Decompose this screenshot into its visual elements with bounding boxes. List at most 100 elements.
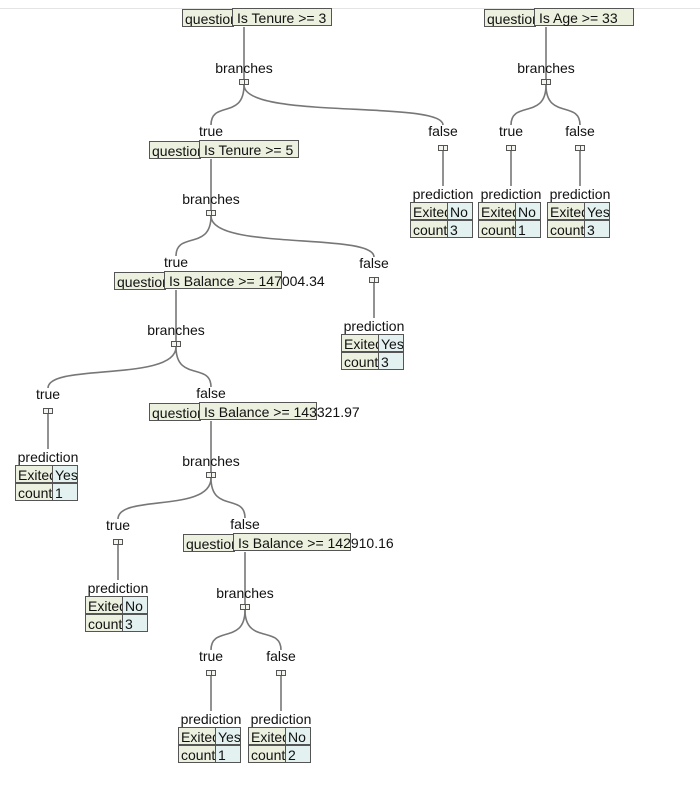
- question-text: Is Age >= 33: [539, 10, 618, 26]
- r0ttfff-prediction-label: prediction: [250, 711, 312, 727]
- r0ttt-port[interactable]: [43, 408, 53, 414]
- count-key: count: [478, 220, 516, 238]
- r0t-branches-port[interactable]: [206, 210, 216, 216]
- exited-key: Exited: [341, 334, 379, 352]
- question-text: Is Balance >= 143321.97: [204, 404, 360, 420]
- count-key: count: [248, 745, 286, 763]
- question-key: question: [149, 403, 201, 421]
- r0tt-branches-label: branches: [147, 322, 205, 338]
- exited-value: Yes: [378, 334, 404, 352]
- exited-value: No: [122, 596, 148, 614]
- r1f-false-label: false: [565, 123, 595, 139]
- r0tf-false-label: false: [359, 255, 389, 271]
- question-key: question: [484, 9, 536, 27]
- r0t-branches-label: branches: [182, 191, 240, 207]
- count-key: count: [85, 614, 123, 632]
- count-key: count: [178, 745, 216, 763]
- exited-value: No: [285, 727, 311, 745]
- r0ttfff-false-label: false: [266, 648, 296, 664]
- r0f-prediction-label: prediction: [412, 186, 474, 202]
- r0t-true-label: true: [198, 123, 224, 139]
- r0ttf-branches-label: branches: [182, 453, 240, 469]
- r1f-port[interactable]: [575, 145, 585, 151]
- count-value: 3: [122, 614, 148, 632]
- question-key: question: [114, 272, 166, 290]
- r0ttfff-port[interactable]: [276, 670, 286, 676]
- exited-value: No: [447, 202, 473, 220]
- r0-branches-port[interactable]: [239, 79, 249, 85]
- count-key: count: [341, 352, 379, 370]
- question-key: question: [182, 9, 234, 27]
- r0ttfft-port[interactable]: [206, 670, 216, 676]
- r0f-false-label: false: [428, 123, 458, 139]
- r0ttf-branches-port[interactable]: [206, 472, 216, 478]
- exited-value: Yes: [52, 465, 78, 483]
- r0ttft-port[interactable]: [113, 539, 123, 545]
- question-text: Is Tenure >= 5: [204, 142, 294, 158]
- count-value: 3: [378, 352, 404, 370]
- count-key: count: [547, 220, 585, 238]
- r0ttfft-edge: [210, 609, 246, 651]
- r1t-prediction-label: prediction: [480, 186, 542, 202]
- count-value: 2: [285, 745, 311, 763]
- r0f-port[interactable]: [438, 145, 448, 151]
- exited-value: Yes: [215, 727, 241, 745]
- r0ttf-false-label: false: [196, 385, 226, 401]
- r0ttft-prediction-label: prediction: [87, 580, 149, 596]
- r0ttfff-edge: [244, 609, 282, 651]
- r1-branches-label: branches: [517, 60, 575, 76]
- r0ttff-edge: [210, 477, 246, 519]
- count-value: 1: [215, 745, 241, 763]
- count-value: 1: [515, 220, 541, 238]
- r0tf-edge: [210, 215, 375, 258]
- r0ttfft-true-label: true: [198, 648, 224, 664]
- r0ttt-edge: [47, 346, 177, 389]
- question-key: question: [183, 534, 235, 552]
- question-key: question: [149, 141, 201, 159]
- exited-key: Exited: [248, 727, 286, 745]
- r0-branches-label: branches: [215, 60, 273, 76]
- question-text: Is Balance >= 142910.16: [238, 535, 394, 551]
- exited-value: Yes: [584, 202, 610, 220]
- question-value-cell: Is Balance >= 147004.34: [164, 271, 325, 290]
- count-value: 3: [584, 220, 610, 238]
- question-value-cell: Is Tenure >= 5: [199, 140, 300, 159]
- r0ttff-false-label: false: [230, 516, 260, 532]
- r1f-prediction-label: prediction: [549, 186, 611, 202]
- question-value-cell: Is Age >= 33: [534, 8, 635, 27]
- top-divider: [0, 8, 700, 9]
- r0tt-true-label: true: [163, 254, 189, 270]
- r0ttt-prediction-label: prediction: [17, 449, 79, 465]
- exited-key: Exited: [547, 202, 585, 220]
- count-value: 1: [52, 483, 78, 501]
- r0tf-port[interactable]: [369, 277, 379, 283]
- r1f-edge: [545, 84, 581, 126]
- r0ttff-branches-port[interactable]: [240, 604, 250, 610]
- r0ttt-true-label: true: [35, 386, 61, 402]
- r0tf-prediction-label: prediction: [343, 318, 405, 334]
- question-text: Is Balance >= 147004.34: [169, 273, 325, 289]
- r1t-port[interactable]: [506, 145, 516, 151]
- count-key: count: [410, 220, 448, 238]
- exited-key: Exited: [478, 202, 516, 220]
- r0t-edge: [210, 84, 245, 126]
- exited-key: Exited: [85, 596, 123, 614]
- r1t-true-label: true: [498, 123, 524, 139]
- exited-key: Exited: [15, 465, 53, 483]
- r0tt-branches-port[interactable]: [171, 341, 181, 347]
- count-value: 3: [447, 220, 473, 238]
- question-value-cell: Is Tenure >= 3: [232, 8, 333, 27]
- r0f-edge: [243, 84, 444, 126]
- r0ttff-branches-label: branches: [216, 585, 274, 601]
- question-value-cell: Is Balance >= 143321.97: [199, 402, 360, 421]
- r0ttft-true-label: true: [105, 517, 131, 533]
- r0ttfft-prediction-label: prediction: [180, 711, 242, 727]
- exited-key: Exited: [178, 727, 216, 745]
- r1-branches-port[interactable]: [541, 79, 551, 85]
- exited-value: No: [515, 202, 541, 220]
- r0ttf-edge: [175, 346, 212, 388]
- r0ttft-edge: [117, 477, 212, 520]
- question-text: Is Tenure >= 3: [237, 10, 327, 26]
- exited-key: Exited: [410, 202, 448, 220]
